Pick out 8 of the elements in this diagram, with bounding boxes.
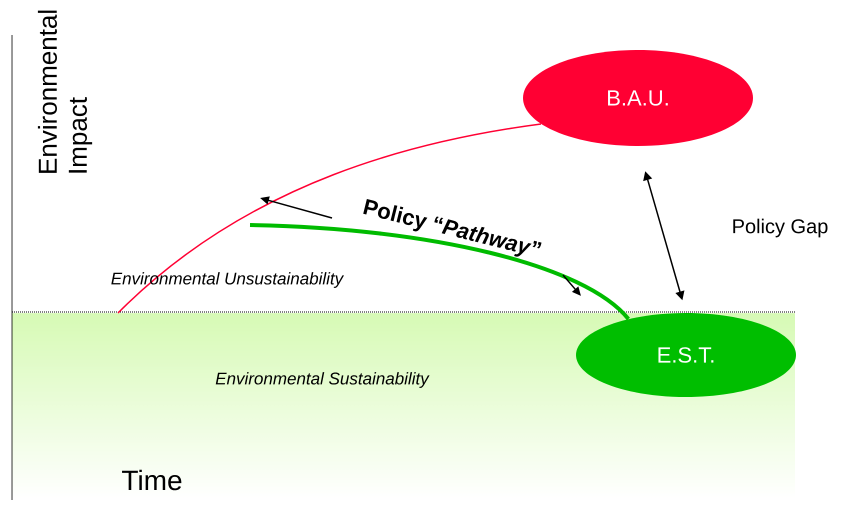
connector [250,223,630,320]
connector [118,123,542,314]
text-label: Environmental Sustainability [216,372,430,388]
text-label: Time [122,470,182,490]
ellipse-node: E.S.T. [576,313,796,397]
ellipse-node: B.A.U. [523,50,753,146]
text-label: Environmental Impact [38,10,92,173]
edge-label: Policy Gap [730,218,830,238]
